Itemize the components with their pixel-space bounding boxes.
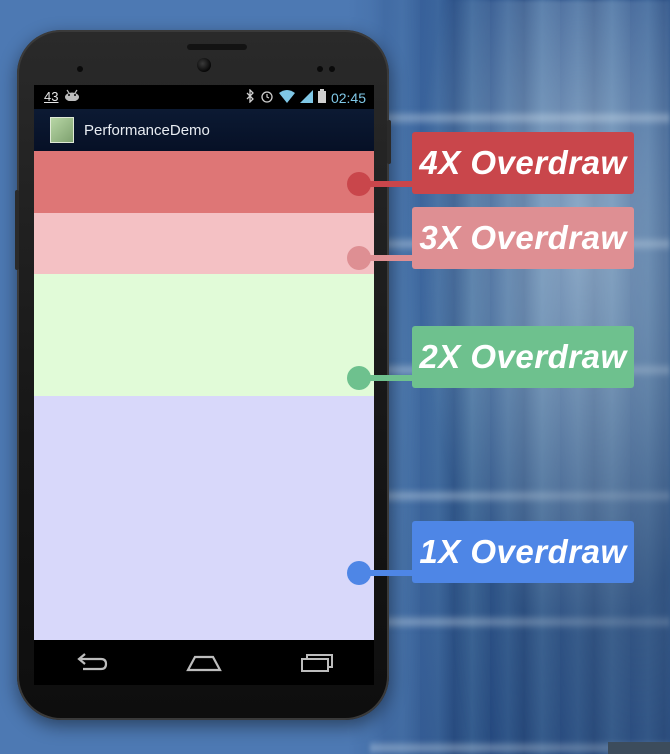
volume-button[interactable] [15, 190, 19, 270]
alarm-icon [260, 89, 274, 106]
notification-count: 43 [44, 89, 59, 104]
action-bar: PerformanceDemo [34, 109, 374, 151]
status-bar: 43 02:45 [34, 85, 374, 109]
front-camera-icon [197, 58, 211, 72]
phone-screen: 43 02:45 PerformanceDemo [34, 85, 374, 685]
connector-4x [358, 181, 418, 187]
earpiece-speaker [187, 44, 247, 50]
legend-tag-2x: 2X Overdraw [412, 326, 634, 388]
wifi-icon [278, 89, 295, 106]
back-icon[interactable] [69, 648, 113, 678]
marker-dot-3x [347, 246, 371, 270]
home-icon[interactable] [182, 648, 226, 678]
app-launcher-icon[interactable] [50, 117, 74, 143]
connector-3x [358, 255, 418, 261]
light-sensor-2 [329, 66, 335, 72]
navigation-bar [34, 640, 374, 685]
power-button[interactable] [387, 120, 391, 164]
connector-1x [358, 570, 418, 576]
legend-tag-3x: 3X Overdraw [412, 207, 634, 269]
legend-tag-4x: 4X Overdraw [412, 132, 634, 194]
bluetooth-icon [245, 88, 255, 106]
connector-2x [358, 375, 418, 381]
app-title: PerformanceDemo [84, 121, 210, 139]
recent-apps-icon[interactable] [295, 648, 339, 678]
battery-icon [317, 89, 326, 106]
legend-tag-1x: 1X Overdraw [412, 521, 634, 583]
overdraw-2x-region [34, 274, 374, 396]
marker-dot-1x [347, 561, 371, 585]
marker-dot-2x [347, 366, 371, 390]
signal-icon [299, 89, 313, 106]
status-time: 02:45 [330, 89, 366, 106]
corner-shadow [608, 742, 670, 754]
proximity-sensor [77, 66, 83, 72]
overdraw-4x-region [34, 151, 374, 213]
marker-dot-4x [347, 172, 371, 196]
overdraw-3x-region [34, 213, 374, 274]
android-notification-icon [64, 89, 80, 104]
overdraw-1x-region [34, 396, 374, 640]
light-sensor [317, 66, 323, 72]
